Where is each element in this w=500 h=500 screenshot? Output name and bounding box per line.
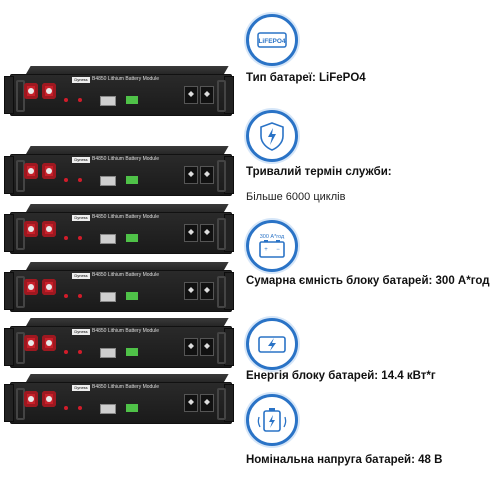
battery-module: Dyness B4850 Lithium Battery Module bbox=[4, 66, 234, 116]
svg-text:LiFEPO4: LiFEPO4 bbox=[258, 38, 285, 45]
lifepo4-badge-icon: LiFEPO4 bbox=[246, 14, 298, 66]
feature-label: Тривалий термін служби: bbox=[246, 166, 392, 178]
battery-capacity-icon: 300 А*год + − bbox=[246, 220, 298, 272]
module-label: B4850 Lithium Battery Module bbox=[92, 76, 159, 82]
lightning-shield-icon bbox=[246, 110, 298, 162]
battery-charge-icon bbox=[246, 318, 298, 370]
svg-text:+: + bbox=[264, 247, 268, 253]
feature-lifetime: Тривалий термін служби: Більше 6000 цикл… bbox=[236, 100, 500, 210]
svg-text:−: − bbox=[276, 247, 280, 253]
feature-voltage: Номінальна напруга батарей: 48 В bbox=[236, 380, 500, 500]
module-label: B4850 Lithium Battery Module bbox=[92, 156, 159, 162]
module-label: B4850 Lithium Battery Module bbox=[92, 384, 159, 390]
brand-logo: Dyness bbox=[72, 329, 90, 335]
feature-label: Енергія блоку батарей: 14.4 кВт*г bbox=[246, 370, 436, 382]
feature-sublabel: Більше 6000 циклів bbox=[246, 191, 346, 203]
battery-module: Dyness B4850 Lithium Battery Module bbox=[4, 318, 234, 368]
feature-label: Номінальна напруга батарей: 48 В bbox=[246, 454, 443, 466]
battery-voltage-icon bbox=[246, 394, 298, 446]
module-label: B4850 Lithium Battery Module bbox=[92, 328, 159, 334]
battery-module: Dyness B4850 Lithium Battery Module bbox=[4, 204, 234, 254]
feature-energy: Енергія блоку батарей: 14.4 кВт*г bbox=[236, 308, 500, 408]
brand-logo: Dyness bbox=[72, 215, 90, 221]
brand-logo: Dyness bbox=[72, 157, 90, 163]
feature-label: Тип батареї: LiFePO4 bbox=[246, 72, 366, 84]
battery-module: Dyness B4850 Lithium Battery Module bbox=[4, 146, 234, 196]
brand-logo: Dyness bbox=[72, 77, 90, 83]
svg-text:300 А*год: 300 А*год bbox=[260, 234, 285, 240]
module-label: B4850 Lithium Battery Module bbox=[92, 214, 159, 220]
module-label: B4850 Lithium Battery Module bbox=[92, 272, 159, 278]
feature-capacity: 300 А*год + − Сумарна ємність блоку бата… bbox=[236, 210, 500, 310]
battery-stack-image: Dyness B4850 Lithium Battery Module Dyne… bbox=[0, 0, 235, 500]
brand-logo: Dyness bbox=[72, 273, 90, 279]
battery-module: Dyness B4850 Lithium Battery Module bbox=[4, 262, 234, 312]
feature-label: Сумарна ємність блоку батарей: 300 А*год bbox=[246, 275, 490, 287]
battery-module: Dyness B4850 Lithium Battery Module bbox=[4, 374, 234, 424]
feature-battery-type: LiFEPO4 Тип батареї: LiFePO4 bbox=[236, 0, 500, 100]
brand-logo: Dyness bbox=[72, 385, 90, 391]
